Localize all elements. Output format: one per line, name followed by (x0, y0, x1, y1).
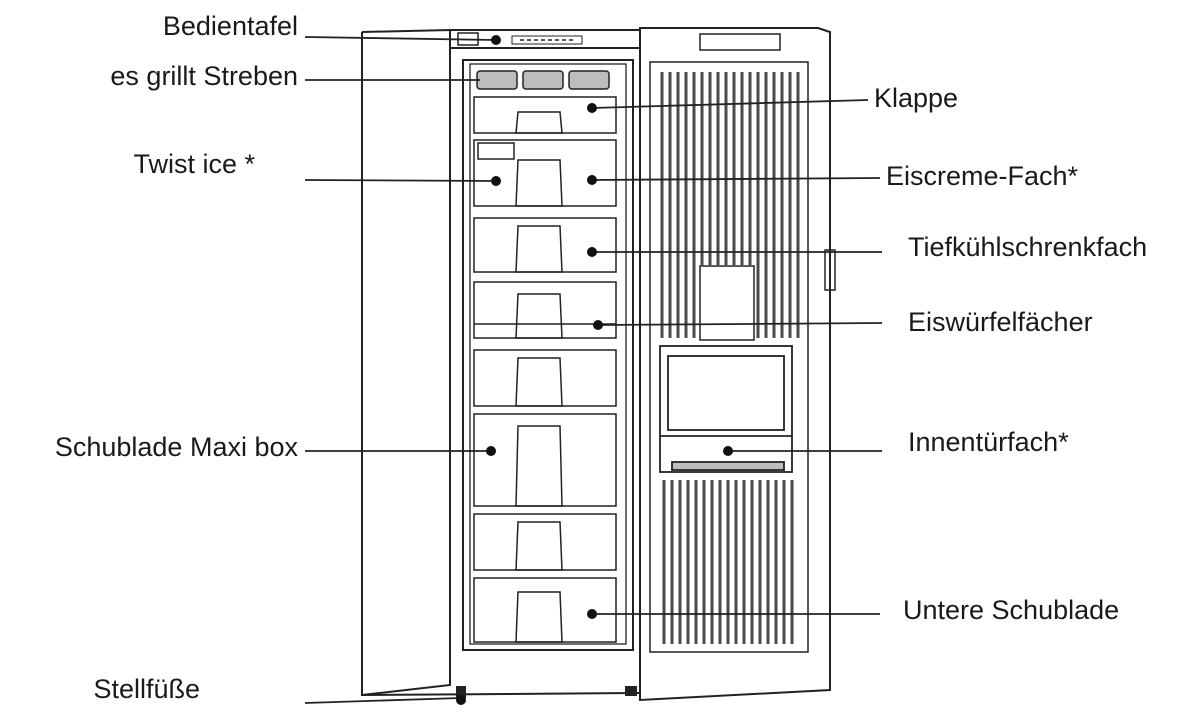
door-ribs-lower (664, 480, 792, 644)
label-bedientafel: Bedientafel (163, 13, 298, 40)
label-stellfuesse: Stellfüße (93, 676, 200, 703)
freezer-cabinet (362, 30, 640, 695)
leader-dots (456, 35, 733, 705)
grill-struts (477, 71, 609, 89)
label-untere-schublade: Untere Schublade (903, 597, 1119, 624)
label-innentuerfach: Innentürfach* (908, 429, 1069, 456)
label-eiswuerfelfaecher: Eiswürfelfächer (908, 309, 1093, 336)
label-twist-ice: Twist ice * (133, 151, 255, 178)
label-maxi-box: Schublade Maxi box (55, 434, 298, 461)
door-white-panel (700, 266, 754, 340)
label-grill-struts: es grillt Streben (110, 63, 298, 90)
adjustable-feet (456, 686, 637, 698)
leader-lines (305, 37, 882, 703)
label-eiscreme-fach: Eiscreme-Fach* (886, 163, 1078, 190)
label-klappe: Klappe (874, 85, 958, 112)
label-tiefkuehlschrenkfach: Tiefkühlschrenkfach (908, 234, 1147, 261)
